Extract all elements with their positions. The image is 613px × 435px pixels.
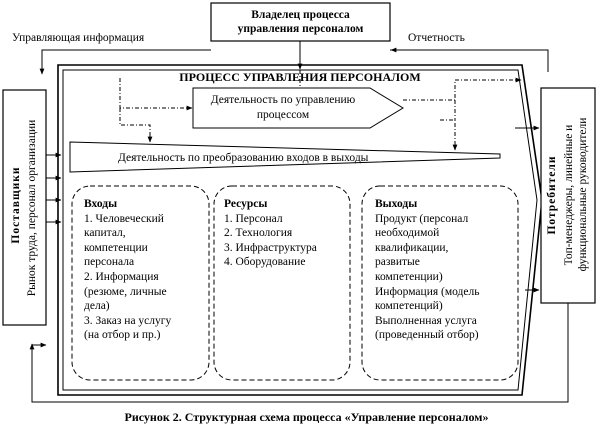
outputs-line: компетенции) bbox=[375, 270, 443, 283]
resources-panel bbox=[213, 185, 351, 381]
inputs-line: (на отбор и пр.) bbox=[84, 329, 161, 342]
consumers-text-line2: функциональные руководители bbox=[577, 117, 589, 272]
consumers-box bbox=[540, 87, 596, 304]
suppliers-title: Поставщики bbox=[10, 166, 22, 244]
outputs-panel bbox=[361, 185, 519, 381]
control-info-line bbox=[41, 49, 211, 72]
outputs-line: Продукт (персонал bbox=[375, 212, 469, 225]
owner-box bbox=[210, 2, 391, 42]
owner-title-line1: Владелец процесса bbox=[251, 9, 350, 21]
consumers-text-line1: Топ-менеджеры, линейные и bbox=[563, 124, 575, 266]
owner-title-line2: управления персоналом bbox=[237, 23, 364, 35]
inputs-line: капитал, bbox=[84, 227, 126, 240]
report-line bbox=[390, 49, 549, 72]
inputs-panel bbox=[71, 185, 210, 381]
outputs-line: Информация (модель bbox=[375, 285, 480, 298]
process-frame-inner bbox=[62, 69, 538, 391]
inputs-line: (резюме, личные bbox=[84, 285, 167, 298]
inputs-line: дела) bbox=[84, 300, 110, 313]
management-activity-shape bbox=[192, 87, 404, 129]
inputs-line: компетенции bbox=[84, 241, 148, 254]
resources-line: 2. Технология bbox=[224, 227, 293, 240]
outputs-line: компетенций) bbox=[375, 300, 443, 313]
figure-caption: Рисунок 2. Структурная схема процесса «У… bbox=[124, 410, 489, 424]
management-activity-line1: Деятельность по управлению bbox=[210, 94, 356, 106]
resources-line: 3. Инфраструктура bbox=[224, 241, 317, 254]
inputs-line: 1. Человеческий bbox=[84, 212, 164, 225]
report-label: Отчетность bbox=[408, 32, 465, 44]
control-info-label: Управляющая информация bbox=[12, 32, 145, 44]
supplier-arrows bbox=[46, 152, 62, 225]
process-frame-outer bbox=[57, 64, 543, 396]
management-activity-line2: процессом bbox=[256, 109, 310, 121]
outputs-text: Выходы Продукт (персонал необходимой ква… bbox=[375, 197, 479, 343]
resources-title: Ресурсы bbox=[224, 198, 268, 210]
outputs-line: развитые bbox=[375, 256, 420, 269]
consumer-arrows bbox=[515, 125, 540, 293]
inputs-line: 2. Информация bbox=[84, 270, 159, 283]
outputs-line: необходимой bbox=[375, 227, 440, 240]
suppliers-text: Рынок труда, персонал организации bbox=[26, 119, 38, 297]
inputs-line: персонала bbox=[84, 256, 135, 269]
feedback-line bbox=[31, 303, 569, 403]
inputs-text: Входы 1. Человеческий капитал, компетенц… bbox=[84, 197, 171, 343]
inputs-title: Входы bbox=[84, 198, 118, 210]
resources-line: 4. Оборудование bbox=[224, 256, 306, 269]
process-title: ПРОЦЕСС УПРАВЛЕНИЯ ПЕРСОНАЛОМ bbox=[179, 70, 421, 84]
resources-text: Ресурсы 1. Персонал 2. Технология 3. Инф… bbox=[224, 197, 317, 270]
transform-activity-label: Деятельность по преобразованию входов в … bbox=[118, 152, 369, 164]
outputs-line: Выполненная услуга bbox=[375, 314, 477, 327]
dotted-control-lines bbox=[119, 70, 520, 148]
outputs-line: (проведенный отбор) bbox=[375, 329, 479, 342]
outputs-title: Выходы bbox=[375, 198, 418, 210]
resources-line: 1. Персонал bbox=[224, 212, 283, 225]
inputs-line: 3. Заказ на услугу bbox=[84, 314, 172, 327]
suppliers-box bbox=[2, 89, 47, 326]
consumers-title: Потребители bbox=[546, 155, 558, 235]
outputs-line: квалификации, bbox=[375, 241, 449, 254]
transform-activity-shape bbox=[69, 141, 501, 173]
